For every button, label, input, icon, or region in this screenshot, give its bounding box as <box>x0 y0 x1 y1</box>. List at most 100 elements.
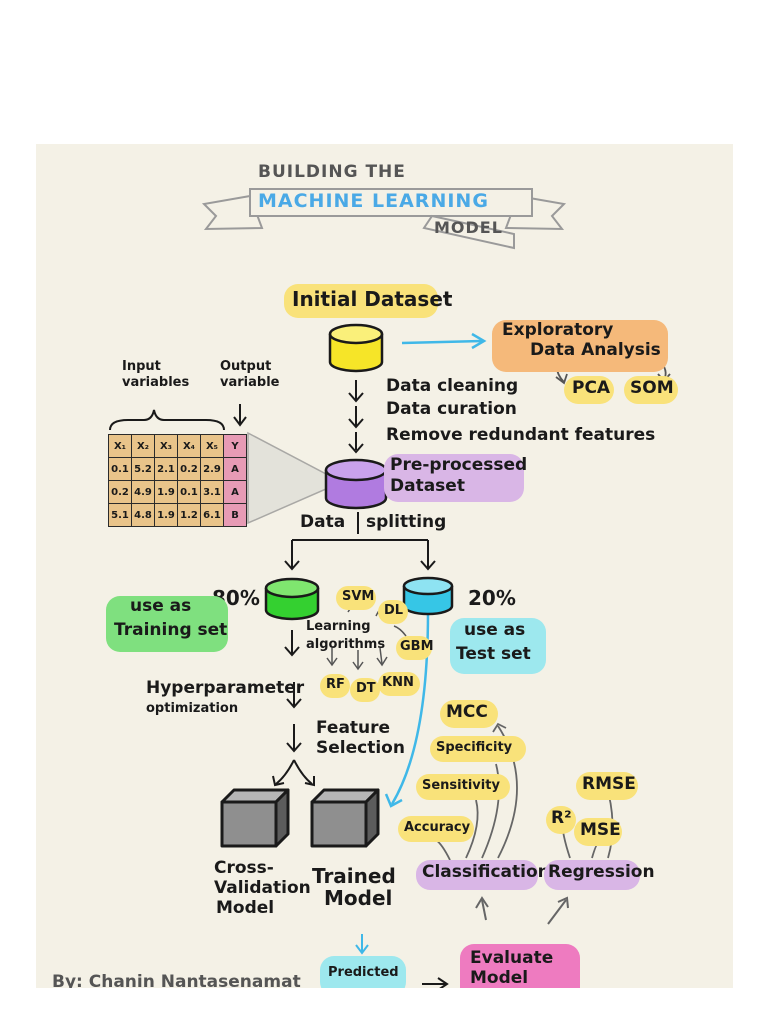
preprocessed-line-1: Pre-processed <box>390 455 528 475</box>
table-row: 0.2 4.9 1.9 0.1 3.1 A <box>108 480 247 504</box>
cylinder-preprocessed <box>324 458 388 510</box>
table-cell: 5.2 <box>131 457 155 481</box>
cylinder-training <box>264 577 320 621</box>
sensitivity-highlight <box>416 774 510 800</box>
algo-dl: DL <box>384 603 404 618</box>
mse-highlight <box>574 818 622 846</box>
algo-gbm: GBM <box>400 639 434 654</box>
table-cell: X₃ <box>154 434 178 458</box>
predicted-arrow <box>355 934 369 955</box>
algo-rf: RF <box>326 677 345 692</box>
algo-dl-highlight <box>378 600 408 624</box>
title-banner <box>201 188 567 250</box>
learning-line-1: Learning <box>306 619 371 634</box>
table-cell: B <box>223 503 247 527</box>
r2-label: R² <box>551 808 572 828</box>
rmse-highlight <box>576 772 638 800</box>
table-cell: 0.2 <box>108 480 132 504</box>
eda-highlight <box>492 320 668 372</box>
regression-label: Regression <box>548 862 655 882</box>
feature-line-1: Feature <box>316 718 391 738</box>
algo-dt-highlight <box>350 678 380 702</box>
eda-line-1: Exploratory <box>502 320 614 340</box>
initial-dataset-highlight <box>284 284 438 318</box>
specificity-label: Specificity <box>436 740 513 755</box>
table-cell: 1.9 <box>154 503 178 527</box>
algo-knn-highlight <box>378 672 420 696</box>
training-line-1: use as <box>130 596 192 616</box>
table-row: 0.1 5.2 2.1 0.2 2.9 A <box>108 457 247 481</box>
mcc-label: MCC <box>446 702 488 722</box>
sensitivity-label: Sensitivity <box>422 778 500 793</box>
classification-highlight <box>416 860 538 890</box>
hyperparameter-line-2: optimization <box>146 701 239 716</box>
regression-highlight <box>544 860 640 890</box>
training-highlight <box>106 596 228 652</box>
table-header-row: X₁ X₂ X₃ X₄ X₅ Y <box>108 434 247 458</box>
test-line-1: use as <box>464 620 526 640</box>
step-data-cleaning: Data cleaning <box>386 376 519 396</box>
table-cell: 5.1 <box>108 503 132 527</box>
pca-label: PCA <box>572 378 611 398</box>
cube-trained-model <box>310 788 380 848</box>
r2-highlight <box>546 806 576 834</box>
table-row: 5.1 4.8 1.9 1.2 6.1 B <box>108 503 247 527</box>
specificity-highlight <box>430 736 526 762</box>
feature-line-2: Selection <box>316 738 405 758</box>
som-highlight <box>624 376 678 404</box>
cylinder-test <box>402 576 454 616</box>
table-cell: X₄ <box>177 434 201 458</box>
table-cell: 6.1 <box>200 503 224 527</box>
som-label: SOM <box>630 378 674 398</box>
diagram-lines <box>109 188 671 988</box>
algo-dt: DT <box>356 681 376 696</box>
table-cell: 2.1 <box>154 457 178 481</box>
algo-knn: KNN <box>382 675 414 690</box>
title-line-1: BUILDING THE <box>258 162 406 182</box>
author-credit: By: Chanin Nantasenamat <box>52 972 301 988</box>
table-cell: 0.2 <box>177 457 201 481</box>
predicted-to-evaluate <box>422 977 449 988</box>
step-remove-redundant: Remove redundant features <box>386 425 656 445</box>
rmse-label: RMSE <box>582 774 636 794</box>
title-line-3: MODEL <box>434 218 503 237</box>
classification-label: Classification <box>422 862 550 882</box>
split-label-right: splitting <box>366 512 447 532</box>
test-percent: 20% <box>468 586 516 610</box>
cube-cv-model <box>220 788 290 848</box>
training-line-2: Training set <box>114 620 228 640</box>
input-variables-line-1: Input <box>122 359 161 374</box>
learning-line-2: algorithms <box>306 637 386 652</box>
test-line-2: Test set <box>456 644 531 664</box>
table-cell: 1.2 <box>177 503 201 527</box>
training-arrows <box>272 630 315 787</box>
table-cell: 4.9 <box>131 480 155 504</box>
table-cell: 0.1 <box>108 457 132 481</box>
algo-svm-highlight <box>336 586 376 610</box>
input-brace <box>109 404 247 431</box>
predicted-label: Predicted <box>328 965 399 980</box>
input-variables-line-2: variables <box>122 375 190 390</box>
pca-highlight <box>564 376 614 404</box>
diagram-canvas: BUILDING THE MACHINE LEARNING MODEL Init… <box>36 144 733 988</box>
mse-label: MSE <box>580 820 621 840</box>
initial-dataset-label: Initial Dataset <box>292 287 453 311</box>
zoom-connector <box>247 431 327 525</box>
predicted-highlight <box>320 956 406 988</box>
step-data-curation: Data curation <box>386 399 517 419</box>
mcc-highlight <box>440 700 498 728</box>
trained-model-line-2: Model <box>324 886 393 910</box>
table-cell: X₅ <box>200 434 224 458</box>
table-cell: X₁ <box>108 434 132 458</box>
sample-data-table: X₁ X₂ X₃ X₄ X₅ Y 0.1 5.2 2.1 0.2 2.9 A 0… <box>108 434 247 527</box>
algo-svm: SVM <box>342 589 375 604</box>
eda-arrow <box>401 332 487 350</box>
table-cell: Y <box>223 434 247 458</box>
title-line-2: MACHINE LEARNING <box>258 190 489 212</box>
accuracy-label: Accuracy <box>404 820 471 835</box>
table-cell: 1.9 <box>154 480 178 504</box>
accuracy-highlight <box>398 816 474 842</box>
trained-model-line-1: Trained <box>312 864 396 888</box>
cv-model-line-1: Cross- <box>214 858 274 878</box>
table-cell: A <box>223 480 247 504</box>
